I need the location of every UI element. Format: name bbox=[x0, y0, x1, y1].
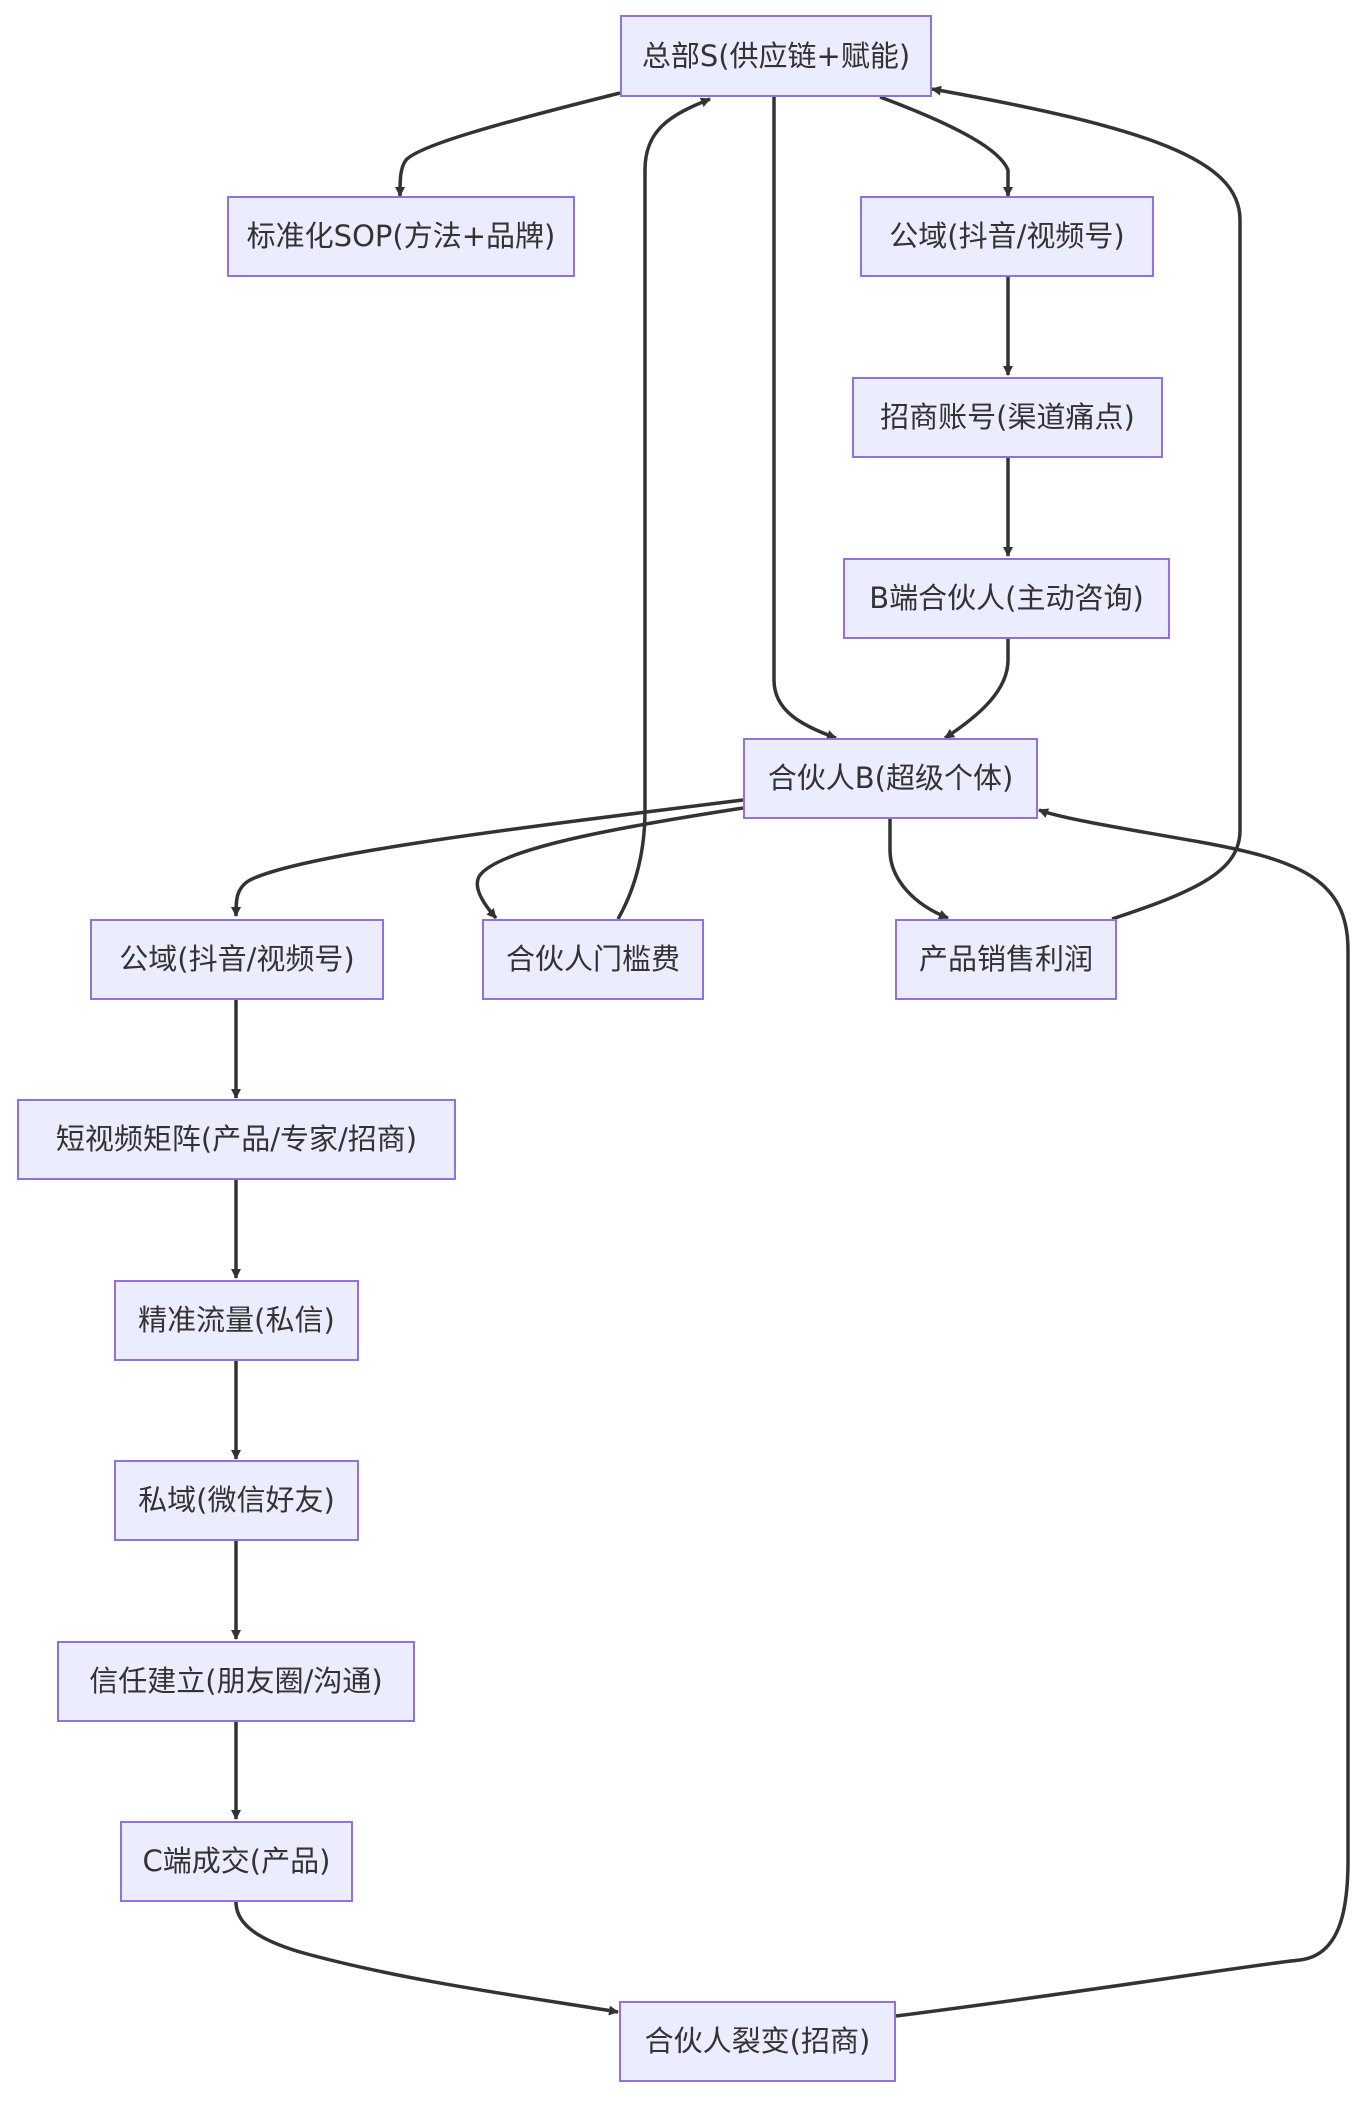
edge-fission-to-partner-b bbox=[895, 808, 1350, 2018]
node-public-top[interactable]: 公域(抖音/视频号) bbox=[860, 196, 1154, 277]
edge-hq-to-public-top bbox=[879, 95, 1013, 197]
node-sop[interactable]: 标准化SOP(方法+品牌) bbox=[227, 196, 575, 277]
edge-entry-fee-to-hq bbox=[616, 97, 711, 920]
node-recruit-account[interactable]: 招商账号(渠道痛点) bbox=[852, 377, 1163, 458]
edge-b-partner-to-partner-b bbox=[944, 639, 1010, 740]
node-trust[interactable]: 信任建立(朋友圈/沟通) bbox=[57, 1641, 415, 1722]
node-video-matrix[interactable]: 短视频矩阵(产品/专家/招商) bbox=[17, 1099, 456, 1180]
node-partner-b[interactable]: 合伙人B(超级个体) bbox=[743, 738, 1038, 819]
edge-partner-b-to-public-left bbox=[231, 798, 744, 917]
edge-sales-profit-to-hq bbox=[931, 85, 1242, 921]
edge-partner-b-to-entry-fee bbox=[475, 806, 744, 920]
edge-partner-b-to-sales-profit bbox=[888, 819, 949, 920]
node-hq[interactable]: 总部S(供应链+赋能) bbox=[620, 15, 932, 97]
edge-c-deal-to-fission bbox=[234, 1901, 619, 2016]
node-b-partner[interactable]: B端合伙人(主动咨询) bbox=[843, 558, 1170, 639]
edge-hq-to-sop bbox=[395, 91, 621, 197]
node-precise-traffic[interactable]: 精准流量(私信) bbox=[114, 1280, 359, 1361]
node-sales-profit[interactable]: 产品销售利润 bbox=[895, 919, 1117, 1000]
node-private-domain[interactable]: 私域(微信好友) bbox=[114, 1460, 359, 1541]
node-c-deal[interactable]: C端成交(产品) bbox=[120, 1821, 353, 1902]
node-fission[interactable]: 合伙人裂变(招商) bbox=[619, 2001, 896, 2082]
node-public-left[interactable]: 公域(抖音/视频号) bbox=[90, 919, 384, 1000]
node-entry-fee[interactable]: 合伙人门槛费 bbox=[482, 919, 704, 1000]
edge-hq-to-partner-b bbox=[772, 95, 837, 740]
